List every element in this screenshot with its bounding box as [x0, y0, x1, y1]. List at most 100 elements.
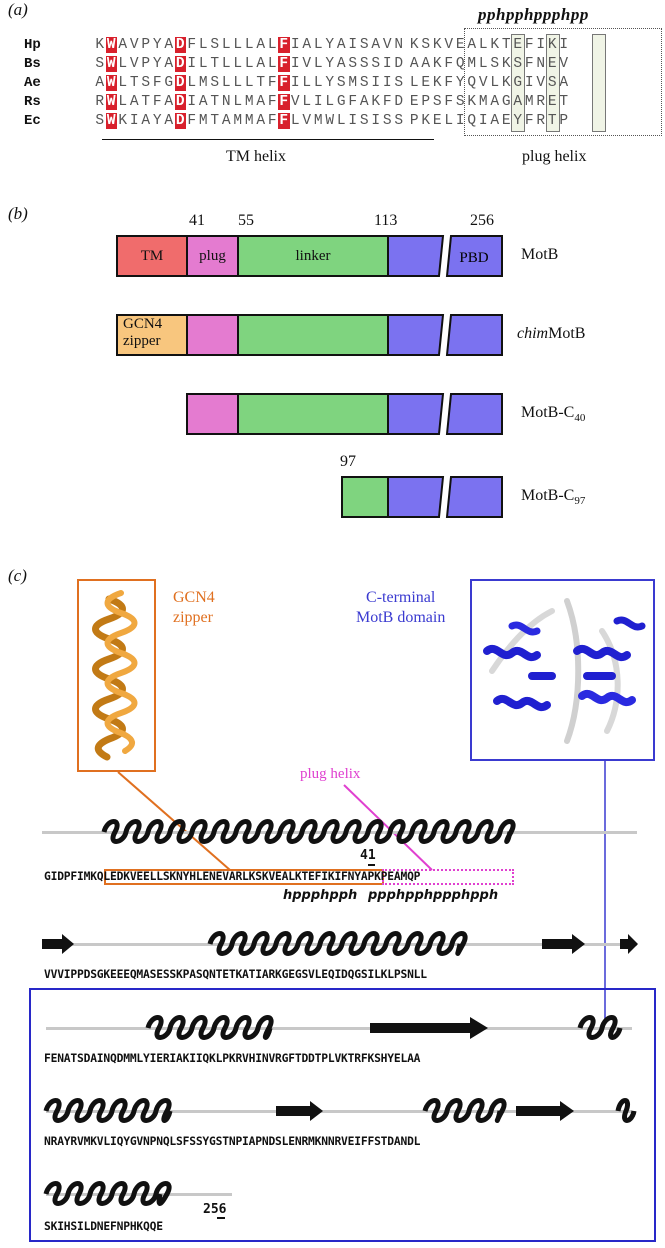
residue: I: [382, 75, 392, 91]
residue: L: [221, 75, 231, 91]
residue: A: [198, 94, 208, 110]
residue: A: [513, 94, 523, 110]
residue: M: [524, 94, 534, 110]
residue: N: [394, 37, 404, 53]
residue: I: [187, 94, 197, 110]
residue: V: [302, 56, 312, 72]
residue: I: [290, 56, 300, 72]
residue: D: [174, 75, 186, 91]
residue: T: [210, 113, 220, 129]
residue: L: [118, 56, 128, 72]
species-name: Hp: [24, 37, 41, 53]
residue: A: [221, 113, 231, 129]
ss-coil-line-5: [46, 1193, 232, 1196]
sequence-line-1: GIDPFIMKQLEDKVEELLSKNYHLENEVARLKSKVEALKT…: [44, 870, 421, 883]
residue: F: [152, 94, 162, 110]
position-55: 55: [238, 212, 254, 229]
residue: A: [141, 113, 151, 129]
residue: I: [559, 37, 569, 53]
panel-a-label: (a): [8, 0, 28, 19]
residue: L: [490, 75, 500, 91]
residue: E: [409, 94, 419, 110]
alignment-names: Hp Bs Ae Rs Ec: [24, 37, 41, 132]
linker-domain-label: linker: [295, 247, 331, 264]
residue: F: [524, 56, 534, 72]
residue: K: [95, 37, 105, 53]
residue: S: [382, 113, 392, 129]
cterm-domain: [387, 476, 503, 518]
gcn4-label-line2: zipper: [173, 609, 213, 626]
residue: Y: [455, 75, 465, 91]
residue: A: [409, 56, 419, 72]
species-name: Ec: [24, 113, 41, 129]
residue: K: [432, 56, 442, 72]
sequence-line-5: SKIHSILDNEFNPHKQQE: [44, 1220, 163, 1233]
residue: F: [278, 94, 290, 110]
residue: N: [221, 94, 231, 110]
residue: V: [382, 37, 392, 53]
residue: G: [164, 75, 174, 91]
residue: A: [256, 37, 266, 53]
residue: L: [325, 94, 335, 110]
residue: L: [290, 113, 300, 129]
cterm-sequence-box: [29, 988, 656, 1242]
residue: L: [118, 75, 128, 91]
cterm-label-line2: MotB domain: [356, 609, 446, 626]
position-41-c: 41: [360, 848, 376, 863]
residue: Y: [513, 113, 523, 129]
residue: K: [501, 56, 511, 72]
residue: S: [95, 113, 105, 129]
residue: I: [290, 75, 300, 91]
gcn4-zipper-label: GCN4 zipper: [173, 588, 215, 628]
construct-motb: MotB: [521, 246, 559, 263]
residue: L: [233, 94, 243, 110]
residue: F: [524, 113, 534, 129]
construct-chimmotb: chimMotB: [517, 325, 585, 343]
residue: K: [490, 37, 500, 53]
residue: G: [336, 94, 346, 110]
tm-helix-underline: [102, 139, 434, 140]
sequence-line-3: FENATSDAINQDMMLYIERIAKIIQKLPKRVHINVRGFTD…: [44, 1052, 421, 1065]
tm-domain-label: TM: [140, 247, 164, 264]
residue: F: [278, 37, 290, 53]
residue: W: [105, 75, 117, 91]
residue: A: [359, 94, 369, 110]
residue: W: [105, 94, 117, 110]
residue: A: [490, 94, 500, 110]
cterm-domain: [387, 393, 503, 435]
residue: K: [118, 113, 128, 129]
residue: I: [313, 94, 323, 110]
residue: D: [174, 56, 186, 72]
residue: M: [478, 94, 488, 110]
residue: F: [444, 94, 454, 110]
ss-row3: [145, 1015, 623, 1040]
residue: L: [313, 75, 323, 91]
residue: L: [478, 56, 488, 72]
residue: R: [536, 113, 546, 129]
residue: Q: [467, 75, 477, 91]
ss-coil-line-4: [46, 1110, 632, 1113]
cterm-label-line1: C-terminal: [366, 589, 436, 606]
residue: I: [455, 113, 465, 129]
construct-c97-base: MotB-C: [521, 487, 575, 504]
residue: G: [513, 75, 523, 91]
residue: V: [478, 75, 488, 91]
cterm-domain-label: C-terminal MotB domain: [356, 588, 445, 628]
residue: L: [302, 75, 312, 91]
linker-domain: [237, 393, 389, 435]
residue: A: [118, 37, 128, 53]
residue: K: [421, 113, 431, 129]
residue: F: [267, 94, 277, 110]
residue: S: [394, 113, 404, 129]
plug-helix-label: plug helix: [522, 148, 587, 165]
residue: E: [547, 56, 557, 72]
residue: D: [394, 94, 404, 110]
residue: P: [559, 113, 569, 129]
construct-c40-sub: 40: [574, 412, 586, 425]
residue: T: [256, 75, 266, 91]
residue: F: [348, 94, 358, 110]
position-41: 41: [189, 212, 205, 229]
hydrophobic-pattern-2: ppphpphppphpph: [368, 888, 499, 903]
plug-helix-label-c: plug helix: [300, 766, 361, 782]
